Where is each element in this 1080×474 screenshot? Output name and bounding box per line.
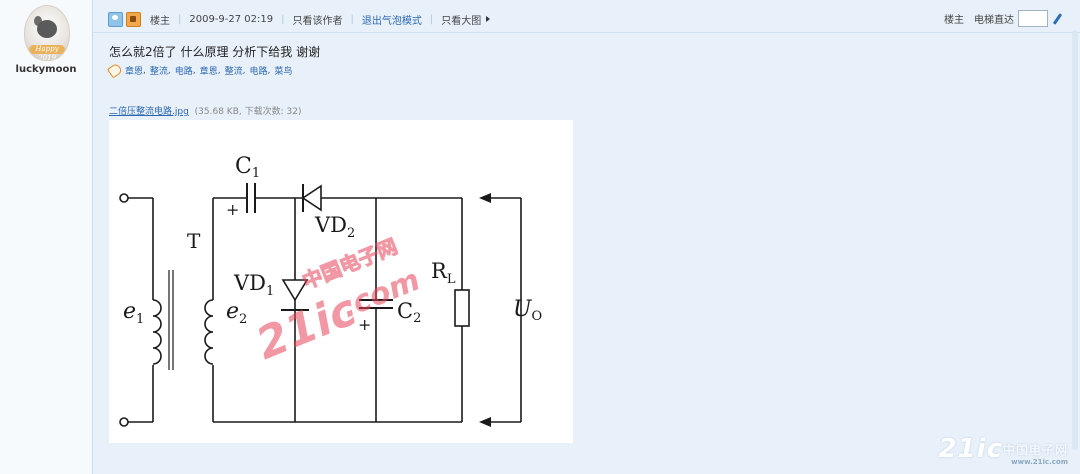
only-author-link[interactable]: 只看该作者 xyxy=(292,15,343,27)
avatar[interactable]: Happy 2019 xyxy=(24,5,70,61)
tag-link[interactable]: 电路 xyxy=(249,67,268,77)
attachment-image[interactable]: C1 + VD2 T VD1 RL e1 e2 C2 + UO 中国电子网 21… xyxy=(109,120,573,443)
label-uo: UO xyxy=(513,297,542,324)
arrowhead xyxy=(479,417,491,427)
tag-link[interactable]: 整流 xyxy=(149,67,168,77)
play-triangle-icon[interactable] xyxy=(486,16,491,22)
only-large-image-link[interactable]: 只看大图 xyxy=(441,15,482,27)
tag-list: 章恩, 整流, 电路, 章恩, 整流, 电路, 菜鸟 xyxy=(106,62,293,79)
secondary-coil xyxy=(204,299,214,365)
post-datetime: 2009-9-27 02:19 xyxy=(189,13,274,25)
post-container: 楼主 | 2009-9-27 02:19 | 只看该作者 | 退出气泡模式 | … xyxy=(93,0,1080,474)
floor-controls: 楼主 电梯直达 xyxy=(944,10,1062,27)
attachment-filename-link[interactable]: 二倍压整流电路.jpg xyxy=(109,107,189,117)
page-watermark-domain: www.21ic.com xyxy=(1011,458,1068,466)
avatar-badge: Happy 2019 xyxy=(29,45,65,60)
floor-jump-input[interactable] xyxy=(1018,10,1048,27)
tag-link[interactable]: 整流 xyxy=(224,67,243,77)
label-c1: C1 xyxy=(235,154,260,181)
tag-link[interactable]: 章恩 xyxy=(199,67,218,77)
label-c2-plus: + xyxy=(358,315,371,334)
page-watermark: 21ic中国电子网 www.21ic.com xyxy=(938,434,1068,466)
page-watermark-brand: 21ic xyxy=(938,434,1003,464)
attachment-meta: (35.68 KB, 下载次数: 32) xyxy=(194,107,302,117)
primary-coil xyxy=(152,299,162,365)
tag-link[interactable]: 电路 xyxy=(174,67,193,77)
author-column: Happy 2019 luckymoon xyxy=(0,0,93,474)
arrowhead xyxy=(479,193,491,203)
label-vd2: VD2 xyxy=(314,213,355,241)
post-header: 楼主 | 2009-9-27 02:19 | 只看该作者 | 退出气泡模式 | … xyxy=(93,4,1080,33)
divider: | xyxy=(429,13,434,25)
scrollbar[interactable] xyxy=(1072,30,1078,450)
label-vd1: VD1 xyxy=(233,271,274,299)
label-t: T xyxy=(187,229,201,253)
tag-icon xyxy=(106,62,124,79)
label-rl: RL xyxy=(431,259,456,287)
vd2-diode xyxy=(301,184,322,212)
page-watermark-cn: 中国电子网 xyxy=(1002,443,1068,457)
author-label: 楼主 xyxy=(150,15,170,27)
rl-resistor xyxy=(454,289,470,327)
post-meta: 楼主 | 2009-9-27 02:19 | 只看该作者 | 退出气泡模式 | … xyxy=(108,11,491,27)
label-c2: C2 xyxy=(397,299,421,326)
tag-link[interactable]: 菜鸟 xyxy=(274,67,293,77)
jump-label: 电梯直达 xyxy=(974,15,1014,26)
label-e1: e1 xyxy=(123,299,144,327)
floor-label: 楼主 xyxy=(944,15,964,26)
label-e2: e2 xyxy=(226,299,247,327)
label-c1-plus: + xyxy=(226,200,239,219)
username[interactable]: luckymoon xyxy=(15,64,77,75)
user-profile-icon[interactable] xyxy=(108,11,123,27)
input-terminal-bottom xyxy=(119,417,129,427)
attachment-info: 二倍压整流电路.jpg (35.68 KB, 下载次数: 32) xyxy=(109,104,301,117)
divider: | xyxy=(178,13,182,25)
divider: | xyxy=(281,13,285,25)
circuit-diagram: C1 + VD2 T VD1 RL e1 e2 C2 + UO 中国电子网 21… xyxy=(119,154,542,427)
avatar-ear xyxy=(34,16,42,26)
tag-link[interactable]: 章恩 xyxy=(125,67,144,77)
exit-bubble-mode-link[interactable]: 退出气泡模式 xyxy=(361,15,422,27)
user-rank-icon[interactable] xyxy=(126,11,141,27)
input-terminal-top xyxy=(119,193,129,203)
avatar-figure xyxy=(37,20,57,38)
divider: | xyxy=(350,13,354,25)
post-title: 怎么就2倍了 什么原理 分析下给我 谢谢 xyxy=(109,45,321,59)
vd1-diode xyxy=(281,279,309,302)
wrench-icon[interactable] xyxy=(1052,13,1062,25)
